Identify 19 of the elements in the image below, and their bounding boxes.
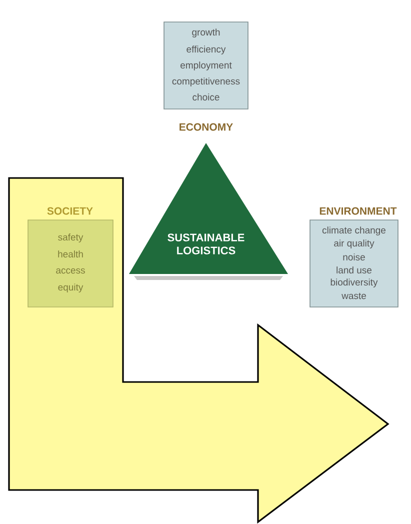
list-item: access — [56, 268, 85, 274]
list-item: efficiency — [186, 46, 226, 54]
list-item: employment — [180, 62, 232, 70]
list-item: equity — [58, 284, 84, 292]
heading: SOCIETY — [47, 207, 93, 215]
list-item: waste — [342, 292, 366, 300]
list-item: competitiveness — [172, 78, 240, 86]
list-item: climate change — [322, 226, 386, 236]
list-item: health — [58, 250, 83, 258]
list-item: land use — [336, 266, 372, 274]
list-item: safety — [58, 234, 84, 242]
heading: ENVIRONMENT — [320, 207, 397, 215]
list-item: growth — [192, 28, 220, 38]
triangle: SUSTAINABLE LOGISTICS — [129, 143, 288, 280]
list-item: noise — [343, 254, 365, 260]
list-item: air quality — [334, 240, 374, 248]
heading: ECONOMY — [180, 123, 233, 131]
list-item: choice — [192, 94, 220, 100]
list-item: biodiversity — [330, 278, 378, 288]
